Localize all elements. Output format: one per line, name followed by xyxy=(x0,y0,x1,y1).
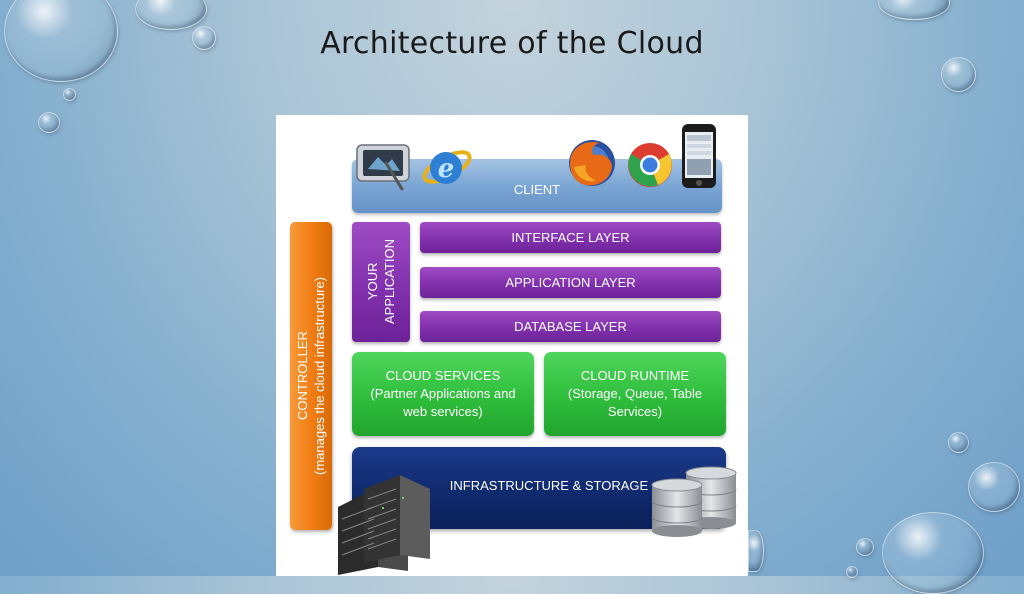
svg-text:e: e xyxy=(438,154,455,184)
cloud-runtime-title: CLOUD RUNTIME xyxy=(580,368,690,383)
water-drop-decoration xyxy=(4,0,118,82)
cloud-services-desc-2: web services) xyxy=(403,404,483,419)
chrome-icon xyxy=(628,143,672,187)
your-application-line1: YOUR xyxy=(365,263,380,301)
firefox-icon xyxy=(569,140,615,186)
water-drop-decoration xyxy=(192,26,216,50)
your-application-label: YOUR APPLICATION xyxy=(364,239,398,324)
controller-title: CONTROLLER xyxy=(295,331,310,421)
internet-explorer-icon: e xyxy=(422,150,472,184)
water-drop-decoration xyxy=(846,566,858,578)
water-drop-decoration xyxy=(882,512,984,594)
controller-subtitle: (manages the cloud infrastructure) xyxy=(312,277,327,475)
cloud-runtime-block: CLOUD RUNTIME (Storage, Queue, Table Ser… xyxy=(544,352,726,436)
cloud-services-desc-1: (Partner Applications and xyxy=(370,386,516,401)
water-drop-decoration xyxy=(856,538,874,556)
cloud-services-block: CLOUD SERVICES (Partner Applications and… xyxy=(352,352,534,436)
water-drop-decoration xyxy=(948,432,969,453)
cloud-runtime-desc-2: Services) xyxy=(607,404,663,419)
database-layer-label: DATABASE LAYER xyxy=(514,319,627,334)
database-layer: DATABASE LAYER xyxy=(420,311,721,342)
interface-layer: INTERFACE LAYER xyxy=(420,222,721,253)
application-layer-label: APPLICATION LAYER xyxy=(505,275,636,290)
controller-label: CONTROLLER (manages the cloud infrastruc… xyxy=(294,277,328,475)
smartphone-icon xyxy=(682,124,716,188)
server-rack-icon xyxy=(338,475,430,575)
tablet-icon xyxy=(356,144,410,191)
your-application-line2: APPLICATION xyxy=(382,239,397,325)
infrastructure-storage-label: INFRASTRUCTURE & STORAGE xyxy=(449,477,649,493)
water-drop-decoration xyxy=(38,112,60,133)
water-drop-decoration xyxy=(968,462,1020,512)
water-drop-decoration xyxy=(941,57,976,92)
water-drop-decoration xyxy=(878,0,950,20)
architecture-diagram: CLIENT e CONTRO xyxy=(276,115,748,576)
slide-title: Architecture of the Cloud xyxy=(320,26,704,61)
cloud-runtime-desc-1: (Storage, Queue, Table xyxy=(567,386,703,401)
controller-bar: CONTROLLER (manages the cloud infrastruc… xyxy=(290,222,332,530)
interface-layer-label: INTERFACE LAYER xyxy=(511,230,630,245)
application-layer: APPLICATION LAYER xyxy=(420,267,721,298)
your-application-block: YOUR APPLICATION xyxy=(352,222,410,342)
water-drop-decoration xyxy=(63,88,76,101)
cloud-services-title: CLOUD SERVICES xyxy=(385,368,501,383)
water-drop-decoration xyxy=(748,530,764,572)
database-icon xyxy=(651,466,737,537)
client-label: CLIENT xyxy=(513,182,561,197)
